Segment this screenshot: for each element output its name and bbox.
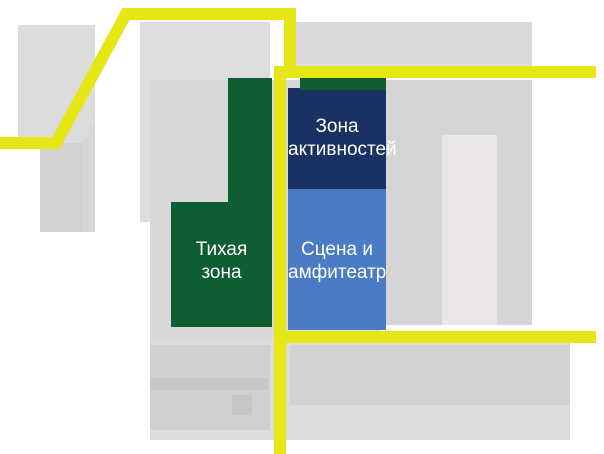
activities-zone [288, 88, 386, 189]
activities-zone-label: Зона активностей [288, 115, 397, 161]
map-area-light-lot [442, 135, 497, 325]
zone-edge-strip [300, 78, 386, 90]
stage-zone [288, 189, 386, 330]
map-area-bottom-dark-strip [150, 378, 268, 390]
stage-zone-label: Сцена и амфитеатр [288, 238, 386, 284]
pedestrian-paths [0, 7, 596, 454]
map-area-left-gap [82, 120, 95, 232]
quiet-zone-label-line2: зона [201, 262, 242, 283]
map-area-left-middle [40, 143, 82, 232]
quiet-zone-label-line1: Тихая [195, 239, 248, 260]
map-area-bottom-right [290, 345, 570, 405]
quiet-zone-label: Тихая зона [171, 238, 272, 284]
path-left-diagonal [0, 7, 296, 149]
stage-zone-label-line2: амфитеатр [288, 262, 387, 283]
activities-zone-label-line1: Зона [315, 116, 359, 137]
map-building-hint [232, 395, 252, 415]
map-area-right-top [295, 22, 532, 72]
activities-zone-label-line2: активностей [288, 139, 397, 160]
quiet-zone [171, 78, 272, 327]
stage-zone-label-line1: Сцена и [301, 239, 373, 260]
